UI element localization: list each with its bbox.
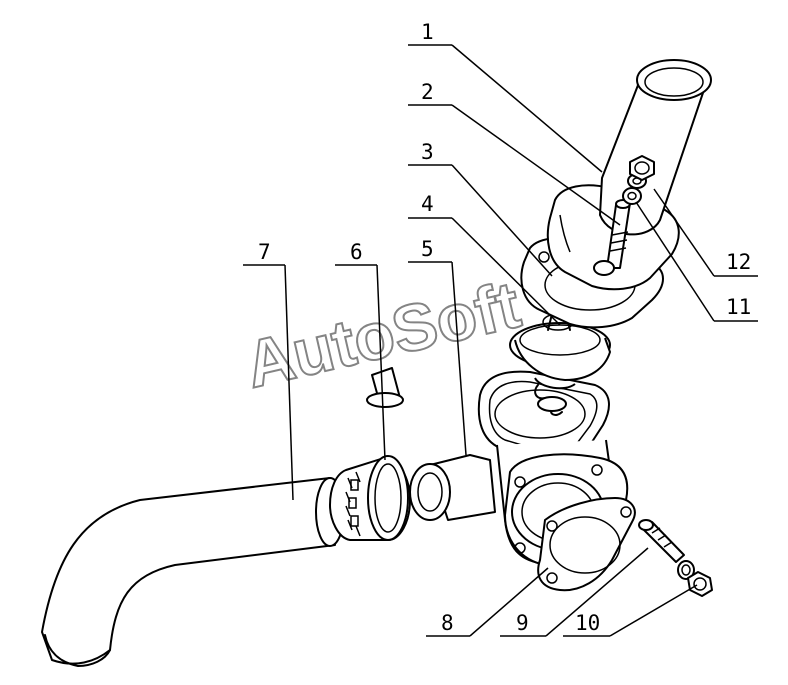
callout-6: 6 bbox=[350, 240, 363, 264]
part-7-hose bbox=[41, 477, 345, 667]
callout-4: 4 bbox=[421, 192, 434, 216]
part-12-nut bbox=[627, 155, 655, 189]
part-6-clamp bbox=[329, 455, 411, 541]
callout-labels: 1 2 3 4 5 6 7 8 9 10 11 12 bbox=[258, 20, 751, 635]
callout-12: 12 bbox=[726, 250, 751, 274]
part-2-stud bbox=[593, 199, 631, 276]
callout-9: 9 bbox=[516, 611, 529, 635]
part-4-thermostat bbox=[366, 313, 611, 416]
part-10-fasteners bbox=[638, 519, 713, 597]
part-9-gasket bbox=[537, 497, 636, 592]
callout-11: 11 bbox=[726, 295, 751, 319]
callout-7: 7 bbox=[258, 240, 271, 264]
callout-5: 5 bbox=[421, 237, 434, 261]
callout-8: 8 bbox=[441, 611, 454, 635]
callout-3: 3 bbox=[421, 140, 434, 164]
callout-10: 10 bbox=[575, 611, 600, 635]
leader-lines bbox=[243, 44, 758, 637]
part-11-washer bbox=[622, 187, 642, 205]
callout-2: 2 bbox=[421, 80, 434, 104]
callout-1: 1 bbox=[421, 20, 434, 44]
